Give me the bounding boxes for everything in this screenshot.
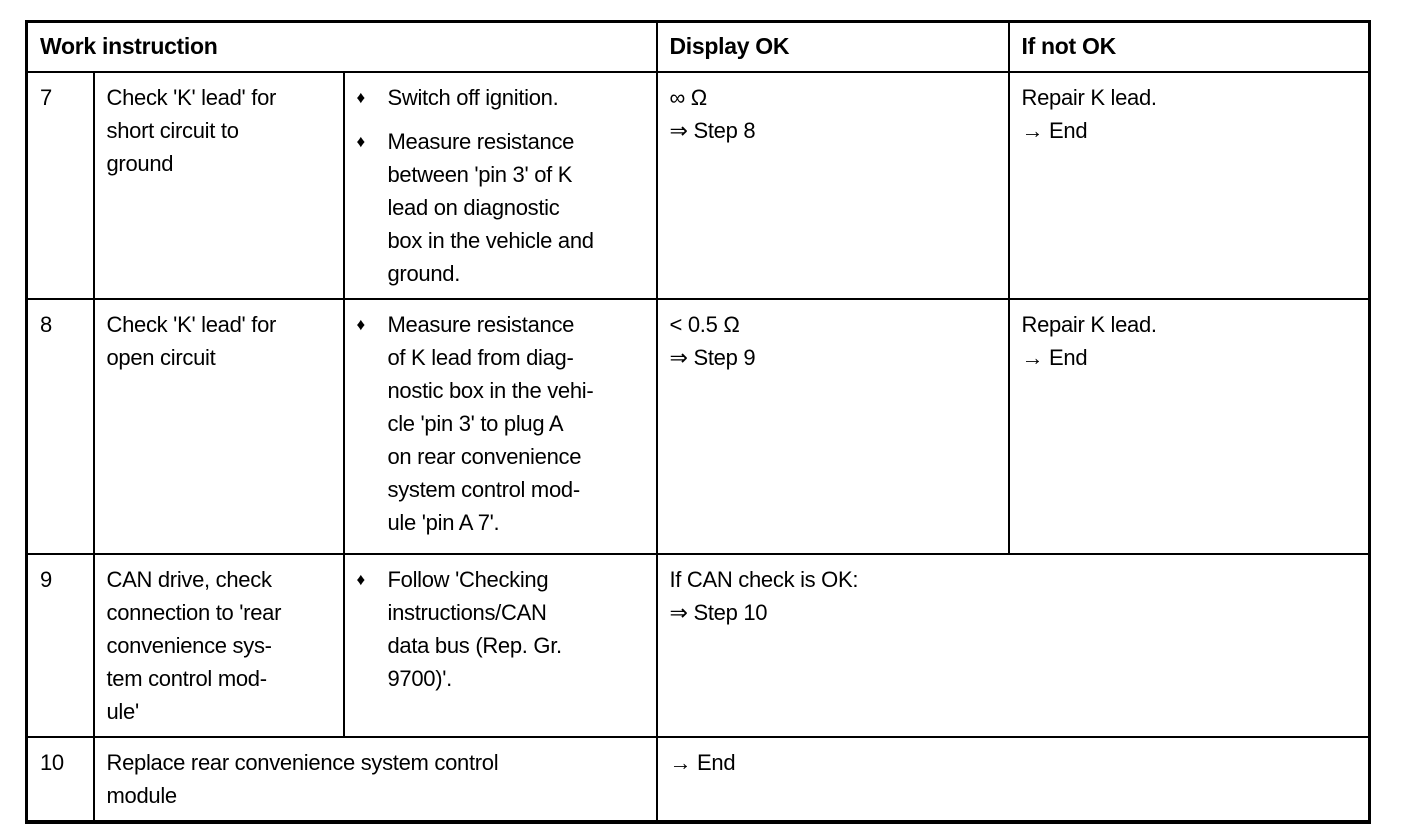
display-ok-cell: ∞ Ω ⇒ Step 8 xyxy=(655,71,1010,300)
actions-cell: ♦ Switch off ignition. ♦ Measure resista… xyxy=(342,71,658,300)
text-line: system control mod- xyxy=(387,477,581,502)
text-line: Check 'K' lead' for xyxy=(106,85,277,110)
text-line: Switch off ignition. xyxy=(387,85,559,110)
diagnostic-procedure-table: Work instruction Display OK If not OK 7 … xyxy=(25,20,1371,824)
table-row-step-8: 8 Check 'K' lead' for open circuit ♦ Mea… xyxy=(25,298,1371,555)
text-line: cle 'pin 3' to plug A xyxy=(387,411,564,436)
text-line: ∞ Ω xyxy=(669,85,708,110)
text-line: < 0.5 Ω xyxy=(669,312,740,337)
text-line: 9700)'. xyxy=(387,666,453,691)
text-line: box in the vehicle and xyxy=(387,228,595,253)
step-number-cell: 7 xyxy=(25,71,95,300)
text-line: ⇒ Step 9 xyxy=(669,345,756,370)
text-line: ule 'pin A 7'. xyxy=(387,510,500,535)
text-line: ule' xyxy=(106,699,140,724)
header-row: Work instruction Display OK If not OK xyxy=(25,20,1371,73)
actions-cell: ♦ Measure resistance of K lead from diag… xyxy=(342,298,658,555)
text-line: module xyxy=(106,783,178,808)
if-not-ok-cell: Repair K lead. → End xyxy=(1007,298,1371,555)
text-line: Measure resistance xyxy=(387,129,575,154)
action-item: ♦ Measure resistance of K lead from diag… xyxy=(357,308,648,539)
text-line: If CAN check is OK: xyxy=(669,567,859,592)
result-cell: If CAN check is OK: ⇒ Step 10 xyxy=(655,553,1371,738)
text-line: → End xyxy=(1021,345,1088,370)
actions-cell: ♦ Follow 'Checking instructions/CAN data… xyxy=(342,553,658,738)
action-item: ♦ Measure resistance between 'pin 3' of … xyxy=(357,125,648,290)
text-line: tem control mod- xyxy=(106,666,268,691)
task-cell: CAN drive, check connection to 'rear con… xyxy=(92,553,345,738)
text-line: nostic box in the vehi- xyxy=(387,378,594,403)
column-header-display-ok: Display OK xyxy=(655,20,1010,73)
result-cell: → End xyxy=(655,736,1371,823)
column-header-work-instruction: Work instruction xyxy=(25,20,658,73)
diamond-bullet-icon: ♦ xyxy=(356,315,366,334)
diamond-bullet-icon: ♦ xyxy=(356,132,366,151)
task-cell: Check 'K' lead' for short circuit to gro… xyxy=(92,71,345,300)
text-line: between 'pin 3' of K xyxy=(387,162,573,187)
text-line: lead on diagnostic xyxy=(387,195,560,220)
text-line: of K lead from diag- xyxy=(387,345,574,370)
column-header-if-not-ok: If not OK xyxy=(1007,20,1371,73)
text-line: Check 'K' lead' for xyxy=(106,312,277,337)
text-line: → End xyxy=(669,750,736,775)
table-row-step-10: 10 Replace rear convenience system contr… xyxy=(25,736,1371,823)
text-line: Repair K lead. xyxy=(1021,312,1158,337)
text-line: convenience sys- xyxy=(106,633,272,658)
diamond-bullet-icon: ♦ xyxy=(356,88,366,107)
display-ok-cell: < 0.5 Ω ⇒ Step 9 xyxy=(655,298,1010,555)
text-line: connection to 'rear xyxy=(106,600,282,625)
text-line: Repair K lead. xyxy=(1021,85,1158,110)
text-line: open circuit xyxy=(106,345,216,370)
task-cell: Replace rear convenience system control … xyxy=(92,736,658,823)
text-line: Replace rear convenience system control xyxy=(106,750,499,775)
table-row-step-9: 9 CAN drive, check connection to 'rear c… xyxy=(25,553,1371,738)
text-line: Follow 'Checking xyxy=(387,567,549,592)
step-number-cell: 10 xyxy=(25,736,95,823)
text-line: CAN drive, check xyxy=(106,567,272,592)
text-line: → End xyxy=(1021,118,1088,143)
text-line: ⇒ Step 8 xyxy=(669,118,756,143)
action-item: ♦ Follow 'Checking instructions/CAN data… xyxy=(357,563,648,695)
step-number-cell: 9 xyxy=(25,553,95,738)
if-not-ok-cell: Repair K lead. → End xyxy=(1007,71,1371,300)
text-line: short circuit to xyxy=(106,118,239,143)
text-line: ⇒ Step 10 xyxy=(669,600,768,625)
text-line: ground xyxy=(106,151,174,176)
table-row-step-7: 7 Check 'K' lead' for short circuit to g… xyxy=(25,71,1371,300)
action-item: ♦ Switch off ignition. xyxy=(357,81,648,114)
text-line: data bus (Rep. Gr. xyxy=(387,633,563,658)
text-line: ground. xyxy=(387,261,461,286)
text-line: Measure resistance xyxy=(387,312,575,337)
step-number-cell: 8 xyxy=(25,298,95,555)
task-cell: Check 'K' lead' for open circuit xyxy=(92,298,345,555)
diamond-bullet-icon: ♦ xyxy=(356,570,366,589)
text-line: instructions/CAN xyxy=(387,600,547,625)
text-line: on rear convenience xyxy=(387,444,582,469)
